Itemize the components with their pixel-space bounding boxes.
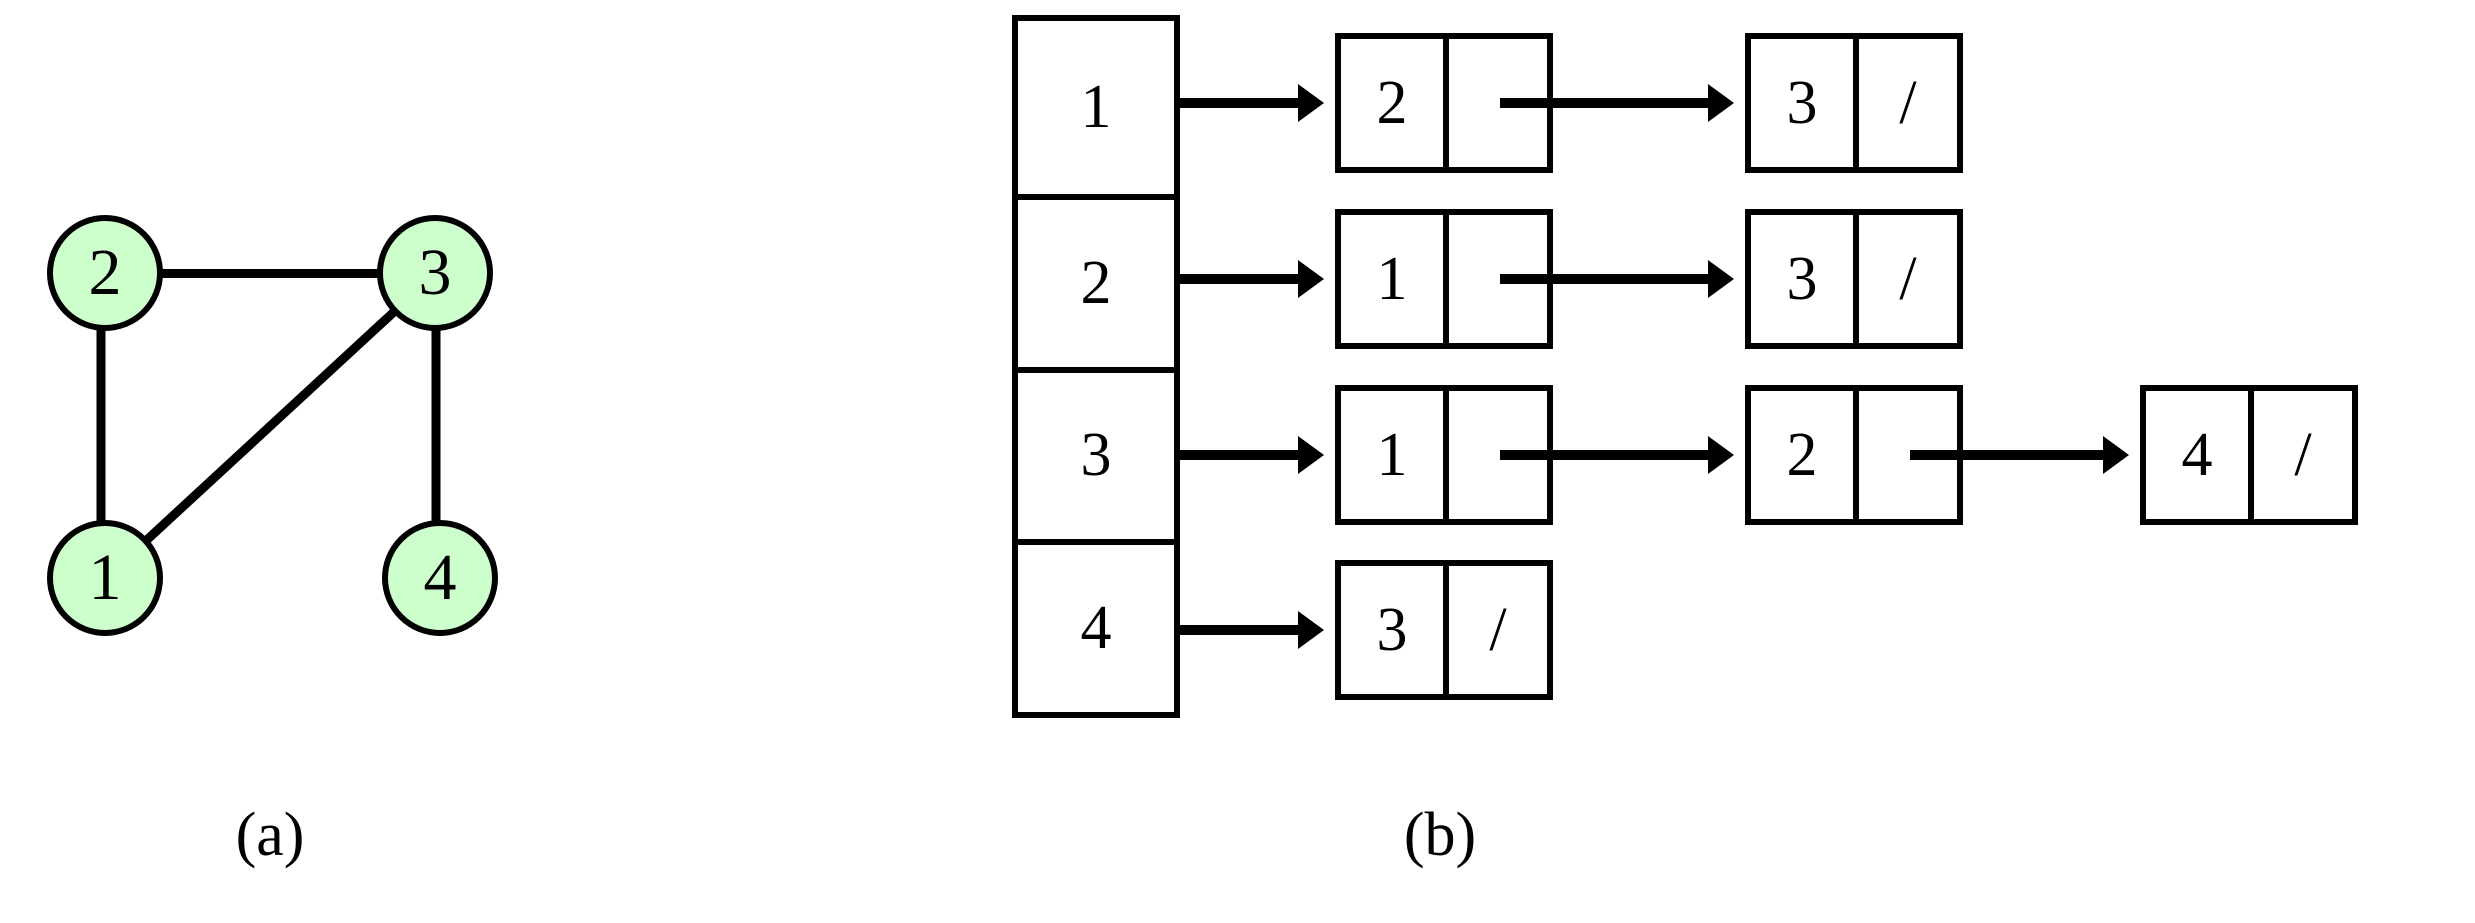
adjacency-node-null: / — [1489, 595, 1507, 664]
adjacency-index-label: 4 — [1080, 594, 1112, 663]
adjacency-index-label: 3 — [1080, 421, 1112, 490]
adjacency-index-label: 1 — [1080, 72, 1112, 141]
adjacency-node-key: 2 — [1341, 39, 1449, 167]
adjacency-index-cell-2[interactable]: 2 — [1018, 193, 1174, 367]
adjacency-node-key: 2 — [1751, 391, 1859, 519]
adjacency-node-null: / — [1899, 68, 1917, 137]
adjacency-index-label: 2 — [1080, 248, 1112, 317]
adjacency-node-key: 1 — [1341, 391, 1449, 519]
graph-node-1[interactable]: 1 — [47, 520, 163, 636]
graph-edge-2-3 — [105, 269, 435, 278]
adjacency-node-key: 3 — [1751, 215, 1859, 343]
adjacency-node-key: 3 — [1341, 566, 1449, 694]
adjacency-node-key: 3 — [1751, 39, 1859, 167]
adjacency-index-column: 1 2 3 4 — [1012, 15, 1180, 718]
adjacency-node-null: / — [1899, 244, 1917, 313]
caption-panel-b: (b) — [1403, 801, 1477, 869]
graph-node-4[interactable]: 4 — [382, 520, 498, 636]
adjacency-index-cell-1[interactable]: 1 — [1018, 21, 1174, 194]
adjacency-node[interactable]: 3 / — [1745, 209, 1963, 349]
adjacency-node[interactable]: 4 / — [2140, 385, 2358, 525]
adjacency-index-cell-3[interactable]: 3 — [1018, 366, 1174, 540]
panel-a-graph: 2 3 1 4 (a) — [0, 0, 620, 923]
panel-b-adjacency-list: 1 2 3 4 2 — [620, 0, 2475, 923]
adjacency-node-null: / — [2294, 420, 2312, 489]
graph-edge-1-3 — [101, 270, 439, 582]
graph-node-label: 4 — [423, 541, 457, 614]
graph-node-3[interactable]: 3 — [377, 215, 493, 331]
graph-node-label: 3 — [418, 236, 452, 309]
adjacency-node[interactable]: 3 / — [1335, 560, 1553, 700]
adjacency-node[interactable]: 3 / — [1745, 33, 1963, 173]
adjacency-node-key: 1 — [1341, 215, 1449, 343]
graph-node-label: 1 — [88, 541, 122, 614]
adjacency-index-cell-4[interactable]: 4 — [1018, 539, 1174, 712]
adjacency-node-key: 4 — [2146, 391, 2254, 519]
graph-node-label: 2 — [88, 236, 122, 309]
caption-panel-a: (a) — [235, 801, 305, 869]
graph-node-2[interactable]: 2 — [47, 215, 163, 331]
